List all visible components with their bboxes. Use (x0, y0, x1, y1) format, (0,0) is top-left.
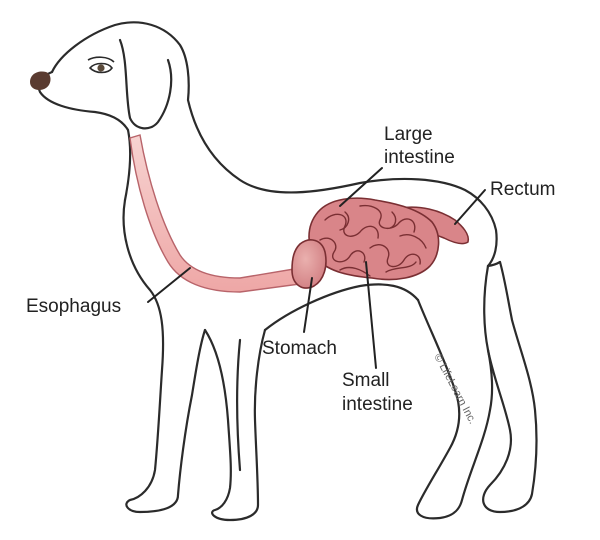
esophagus-tube (129, 134, 301, 293)
label-small-intestine-line1: Small (342, 370, 390, 391)
copyright-text: © LifeLearn Inc. (431, 352, 478, 426)
stomach-organ (291, 239, 327, 289)
leader-stomach (303, 277, 313, 333)
label-stomach: Stomach (262, 338, 337, 359)
label-small-intestine-line2: intestine (342, 394, 413, 415)
leader-large-intestine (339, 167, 383, 207)
label-large-intestine-line1: Large (384, 124, 433, 145)
leader-rectum (454, 189, 486, 225)
label-large-intestine-line2: intestine (384, 147, 455, 168)
eye-icon (87, 56, 115, 74)
label-rectum: Rectum (490, 179, 555, 200)
label-esophagus: Esophagus (26, 296, 121, 317)
nose-icon (30, 71, 51, 90)
leader-esophagus (147, 267, 191, 303)
leader-small-intestine (365, 261, 377, 369)
